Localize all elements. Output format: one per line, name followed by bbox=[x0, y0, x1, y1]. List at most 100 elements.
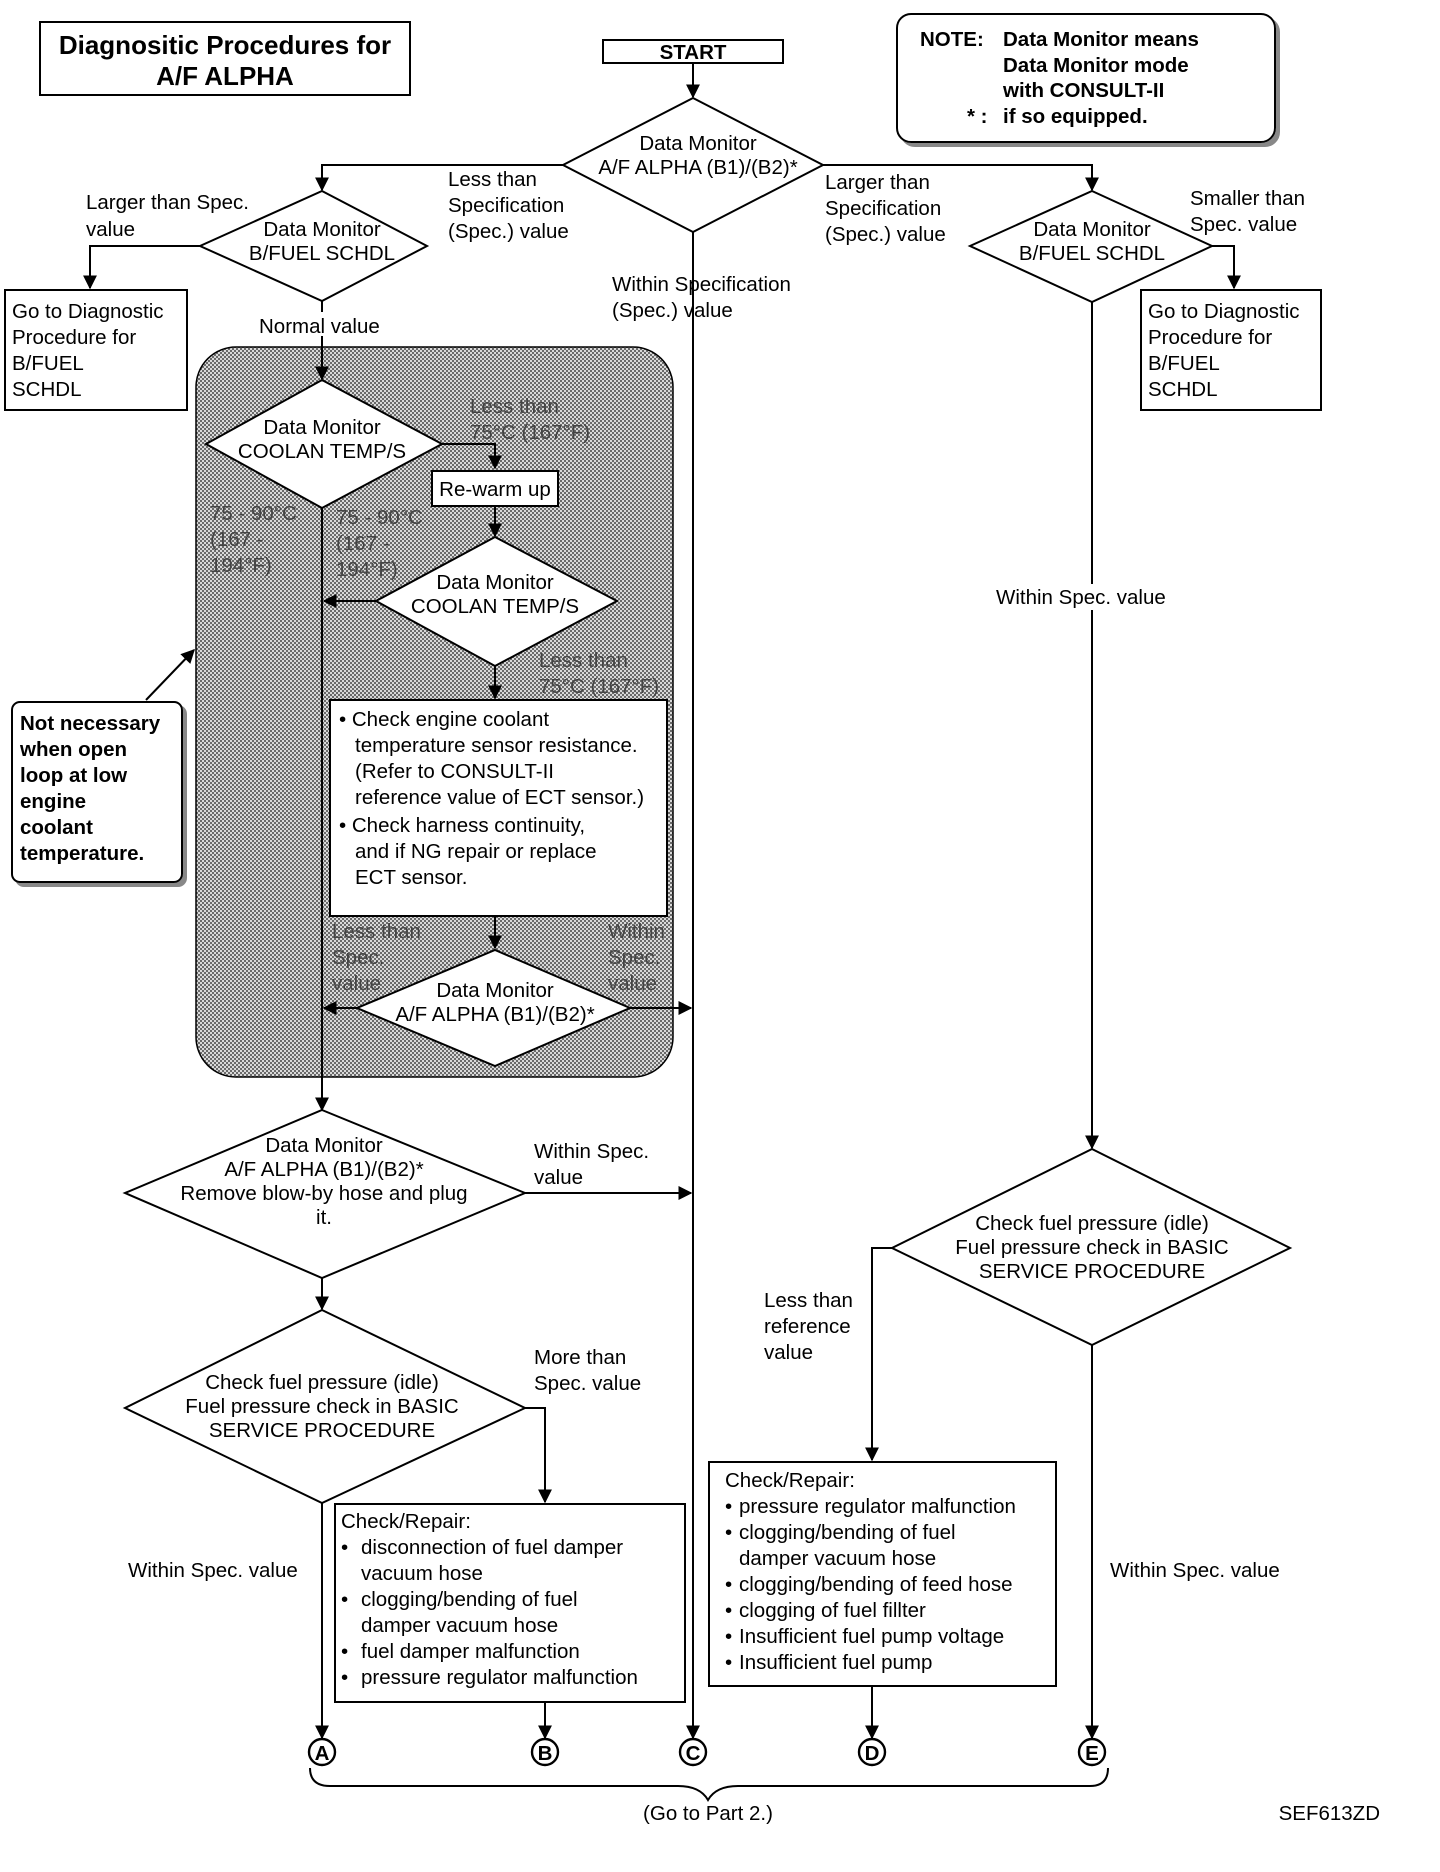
label-within-e: Within Spec. value bbox=[1110, 1559, 1280, 1582]
label-range-right-2: (167 - bbox=[336, 532, 390, 555]
af-shaded-line-2: A/F ALPHA (B1)/(B2)* bbox=[395, 1003, 594, 1026]
top-diamond-line-1: Data Monitor bbox=[639, 132, 757, 155]
note-line-1b: Data Monitor means bbox=[1003, 28, 1199, 51]
repair-d-item-2: clogging/bending of fuel bbox=[739, 1521, 956, 1544]
goto-box-left bbox=[4, 289, 188, 411]
repair-d-bullet-3: • bbox=[725, 1573, 732, 1596]
bfuel-left-line-2: B/FUEL SCHDL bbox=[249, 242, 395, 265]
connector-d: D bbox=[857, 1737, 887, 1767]
check-line-3: (Refer to CONSULT-II bbox=[355, 760, 554, 783]
connector-e-label: E bbox=[1085, 1742, 1099, 1765]
goto-right-line-4: SCHDL bbox=[1148, 378, 1218, 401]
goto-left-line-2: Procedure for bbox=[12, 326, 136, 349]
label-less-ref-2: reference bbox=[764, 1315, 851, 1338]
label-less-75-a-2: 75°C (167°F) bbox=[470, 421, 590, 444]
fuel-left-line-1: Check fuel pressure (idle) bbox=[205, 1371, 439, 1394]
note-line-3: with CONSULT-II bbox=[1002, 79, 1164, 102]
coolant-1-line-2: COOLAN TEMP/S bbox=[238, 440, 406, 463]
goto-left-line-3: B/FUEL bbox=[12, 352, 84, 375]
label-range-left-1: 75 - 90°C bbox=[210, 502, 297, 525]
normal-value-bg bbox=[255, 312, 391, 336]
repair-d-bullet-5: • bbox=[725, 1625, 732, 1648]
label-within-shaded-1: Within bbox=[608, 920, 665, 943]
label-larger-right-2: Specification bbox=[825, 197, 941, 220]
check-line-7: ECT sensor. bbox=[355, 866, 467, 889]
goto-box-right bbox=[1140, 289, 1322, 411]
repair-b-item-2b: damper vacuum hose bbox=[361, 1614, 558, 1637]
fuel-right-line-1: Check fuel pressure (idle) bbox=[975, 1212, 1209, 1235]
repair-b-item-3: fuel damper malfunction bbox=[361, 1640, 580, 1663]
repair-d-bullet-1: • bbox=[725, 1495, 732, 1518]
side-note-line-2: when open bbox=[19, 738, 127, 761]
label-less-spec-value-3: value bbox=[332, 972, 381, 995]
repair-b-bullet-1: • bbox=[341, 1536, 348, 1559]
repair-b-bullet-3: • bbox=[341, 1640, 348, 1663]
repair-b-bullet-2: • bbox=[341, 1588, 348, 1611]
label-within-shaded-3: value bbox=[608, 972, 657, 995]
label-less-75-b-1: Less than bbox=[539, 649, 628, 672]
repair-d-item-1: pressure regulator malfunction bbox=[739, 1495, 1016, 1518]
repair-b-item-1: disconnection of fuel damper bbox=[361, 1536, 623, 1559]
footer-go-to-part-2: (Go to Part 2.) bbox=[643, 1802, 773, 1825]
label-larger-right-1: Larger than bbox=[825, 171, 930, 194]
repair-d-item-6: Insufficient fuel pump bbox=[739, 1651, 932, 1674]
repair-b-item-1b: vacuum hose bbox=[361, 1562, 483, 1585]
label-smaller-1: Smaller than bbox=[1190, 187, 1305, 210]
side-note-line-6: temperature. bbox=[20, 842, 144, 865]
label-larger-left-1: Larger than Spec. bbox=[86, 191, 249, 214]
label-larger-right-3: (Spec.) value bbox=[825, 223, 946, 246]
repair-d-item-4: clogging of fuel fillter bbox=[739, 1599, 926, 1622]
note-line-4a: * : bbox=[967, 105, 988, 128]
title-line-2: A/F ALPHA bbox=[156, 61, 294, 91]
connector-b-label: B bbox=[538, 1742, 553, 1765]
title-box bbox=[39, 21, 411, 96]
blowby-line-1: Data Monitor bbox=[265, 1134, 383, 1157]
label-less-than-spec-1: Less than bbox=[448, 168, 537, 191]
label-less-ref-3: value bbox=[764, 1341, 813, 1364]
label-less-spec-value-2: Spec. bbox=[332, 946, 384, 969]
label-within-blowby-1: Within Spec. bbox=[534, 1140, 649, 1163]
label-within-a: Within Spec. value bbox=[128, 1559, 298, 1582]
blowby-line-3: Remove blow-by hose and plug bbox=[180, 1182, 467, 1205]
coolant-2-line-2: COOLAN TEMP/S bbox=[411, 595, 579, 618]
bfuel-right-line-1: Data Monitor bbox=[1033, 218, 1151, 241]
note-line-1a: NOTE: bbox=[920, 28, 984, 51]
repair-box-b bbox=[334, 1503, 686, 1703]
repair-b-bullet-4: • bbox=[341, 1666, 348, 1689]
repair-box-d bbox=[708, 1461, 1057, 1687]
label-within-center-1: Within Specification bbox=[612, 273, 791, 296]
side-note-box bbox=[11, 701, 183, 883]
label-less-than-spec-3: (Spec.) value bbox=[448, 220, 569, 243]
repair-d-heading: Check/Repair: bbox=[725, 1469, 855, 1492]
side-note-line-4: engine bbox=[20, 790, 86, 813]
note-line-4b: if so equipped. bbox=[1003, 105, 1148, 128]
decision-af-alpha-shaded bbox=[354, 948, 633, 1068]
repair-b-heading: Check/Repair: bbox=[341, 1510, 471, 1533]
connector-c: C bbox=[678, 1737, 708, 1767]
goto-left-line-4: SCHDL bbox=[12, 378, 82, 401]
within-right-col-bg bbox=[994, 584, 1190, 610]
coolant-1-line-1: Data Monitor bbox=[263, 416, 381, 439]
label-less-than-spec-2: Specification bbox=[448, 194, 564, 217]
check-line-4: reference value of ECT sensor.) bbox=[355, 786, 644, 809]
repair-b-item-4: pressure regulator malfunction bbox=[361, 1666, 638, 1689]
note-box bbox=[896, 13, 1276, 143]
label-within-center-2: (Spec.) value bbox=[612, 299, 733, 322]
connector-a-label: A bbox=[315, 1742, 330, 1765]
label-within-blowby-2: value bbox=[534, 1166, 583, 1189]
note-line-2: Data Monitor mode bbox=[1003, 54, 1189, 77]
label-more-spec-2: Spec. value bbox=[534, 1372, 641, 1395]
label-less-spec-value-1: Less than bbox=[332, 920, 421, 943]
fuel-left-line-3: SERVICE PROCEDURE bbox=[209, 1419, 435, 1442]
fuel-right-line-2: Fuel pressure check in BASIC bbox=[955, 1236, 1229, 1259]
start-label: START bbox=[660, 41, 727, 64]
label-range-right-1: 75 - 90°C bbox=[336, 506, 423, 529]
goto-right-line-1: Go to Diagnostic bbox=[1148, 300, 1300, 323]
top-diamond-line-2: A/F ALPHA (B1)/(B2)* bbox=[598, 156, 797, 179]
label-within-shaded-2: Spec. bbox=[608, 946, 660, 969]
side-note-line-5: coolant bbox=[20, 816, 93, 839]
label-normal-value: Normal value bbox=[259, 315, 380, 338]
coolant-2-line-1: Data Monitor bbox=[436, 571, 554, 594]
title-line-1: Diagnositic Procedures for bbox=[59, 30, 391, 60]
